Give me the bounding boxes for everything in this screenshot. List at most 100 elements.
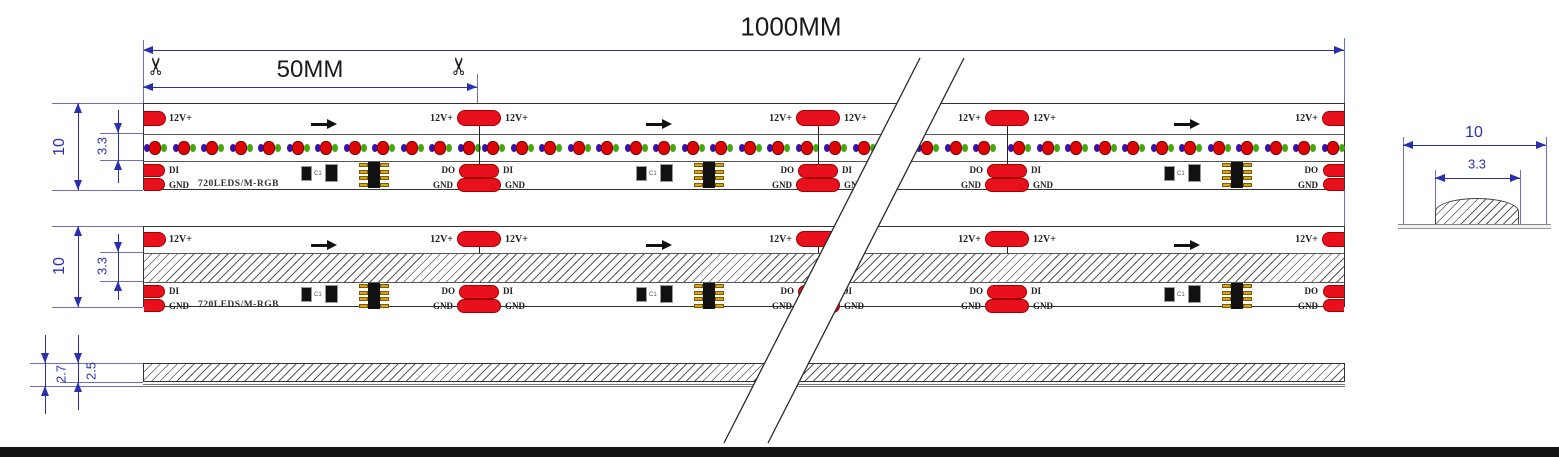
direction-arrow: [1174, 244, 1191, 247]
direction-arrow-head: [662, 119, 672, 129]
label-gnd: GND: [433, 301, 453, 311]
led-dot-green: [727, 144, 733, 152]
label-di: DI: [169, 286, 180, 296]
led-chip-red: [658, 141, 670, 155]
led-dot-green: [246, 144, 253, 152]
ic-chip: [694, 162, 724, 188]
ic-pin: [1243, 284, 1252, 288]
label-gnd: GND: [169, 301, 189, 311]
dim-cross-dome: 3.3: [1467, 156, 1487, 172]
led-chip-red: [1241, 141, 1253, 155]
led-dot-purple: [510, 144, 517, 152]
ic-pin: [359, 176, 368, 180]
ic-pin: [1222, 297, 1231, 301]
pad-ground-cut: [457, 299, 501, 313]
direction-arrow: [311, 244, 328, 247]
label-gnd: GND: [505, 301, 525, 311]
dim-arrowhead-up: [41, 386, 49, 396]
cut-line: [818, 247, 819, 253]
led-chip-red: [405, 141, 418, 155]
cut-line: [1007, 126, 1008, 164]
led-chip-red: [1127, 141, 1139, 155]
ic-pin: [1222, 169, 1231, 174]
bottom-bar: [0, 447, 1559, 457]
cut-line: [818, 126, 819, 164]
led-dot-green: [1110, 144, 1117, 152]
led-dot-green: [670, 144, 676, 152]
band-line: [144, 134, 1344, 135]
phosphor-band: [144, 254, 1344, 282]
label-power: 12V+: [430, 113, 453, 124]
ic-pin: [359, 163, 368, 167]
dim-arrowhead-down: [74, 353, 82, 363]
ic-body: [1231, 283, 1243, 309]
pad-data-cut: [987, 285, 1027, 299]
ic-pin: [1222, 182, 1231, 187]
dim-strip-width: 10: [51, 257, 68, 275]
ic-pin: [1243, 297, 1252, 301]
ic-pin: [1222, 290, 1231, 295]
ic-pin: [1222, 303, 1231, 308]
led-dot-purple: [624, 144, 631, 152]
led-dot-purple: [144, 144, 150, 152]
led-dot-purple: [1236, 144, 1242, 152]
component-label: C1: [649, 292, 657, 298]
ic-pin: [694, 297, 703, 301]
label-power: 12V+: [169, 113, 192, 124]
dim-thickness-total: 2.7: [53, 364, 69, 384]
cut-line: [479, 126, 480, 164]
led-dot-green: [1310, 144, 1316, 152]
pad-data-in: [144, 164, 165, 177]
label-power: 12V+: [505, 113, 528, 124]
ic-chip: [694, 283, 724, 309]
led-dot-purple: [1264, 144, 1271, 152]
component-label: C1: [314, 292, 322, 298]
label-di: DI: [842, 165, 853, 175]
smd-component: [1164, 287, 1175, 302]
smd-component: [660, 285, 673, 303]
ic-pin: [380, 176, 389, 180]
dim-arrowhead-down: [114, 123, 122, 133]
led-chip-red: [949, 141, 962, 155]
led-dot-purple: [1093, 144, 1100, 152]
ic-pin: [1222, 163, 1231, 167]
spec-label: 720LEDS/M-RGB: [198, 179, 279, 189]
ic-pin: [715, 176, 724, 180]
label-gnd: GND: [1298, 301, 1318, 311]
led-dot-green: [389, 144, 395, 152]
pad-ground: [1323, 178, 1344, 191]
led-chip-red: [601, 141, 613, 155]
led-chip-red: [462, 141, 475, 155]
dim-arrowhead-right: [1536, 141, 1546, 149]
extension-line: [1520, 170, 1521, 226]
led-chip-red: [206, 141, 218, 155]
label-gnd: GND: [961, 301, 981, 311]
extension-line: [52, 307, 143, 308]
led-dot-green: [698, 144, 705, 152]
led-chip-red: [434, 141, 446, 155]
label-gnd: GND: [433, 180, 453, 190]
ic-pin: [1222, 176, 1231, 180]
smd-component: [636, 166, 647, 181]
ic-pin: [359, 284, 368, 288]
ic-pin: [715, 303, 724, 308]
ic-pin: [380, 169, 389, 174]
pad-data-cut: [798, 285, 838, 299]
pad-power-cut: [985, 231, 1029, 247]
adhesive-layer: [143, 384, 1345, 387]
pad-ground-cut: [457, 178, 501, 192]
ic-pin: [694, 169, 703, 174]
pad-ground: [1323, 299, 1344, 312]
led-dot-purple: [343, 144, 350, 152]
led-chip-red: [686, 141, 699, 155]
dim-cross-width-line: [1403, 145, 1546, 146]
led-dot-purple: [1008, 144, 1014, 152]
pad-power: [1322, 232, 1344, 247]
led-dot-green: [784, 144, 790, 152]
label-power: 12V+: [1033, 113, 1056, 124]
cut-line: [479, 247, 480, 253]
led-dot-green: [641, 144, 648, 152]
dim-strip-width-line: [78, 226, 79, 307]
dim-arrowhead-right: [1334, 46, 1344, 54]
